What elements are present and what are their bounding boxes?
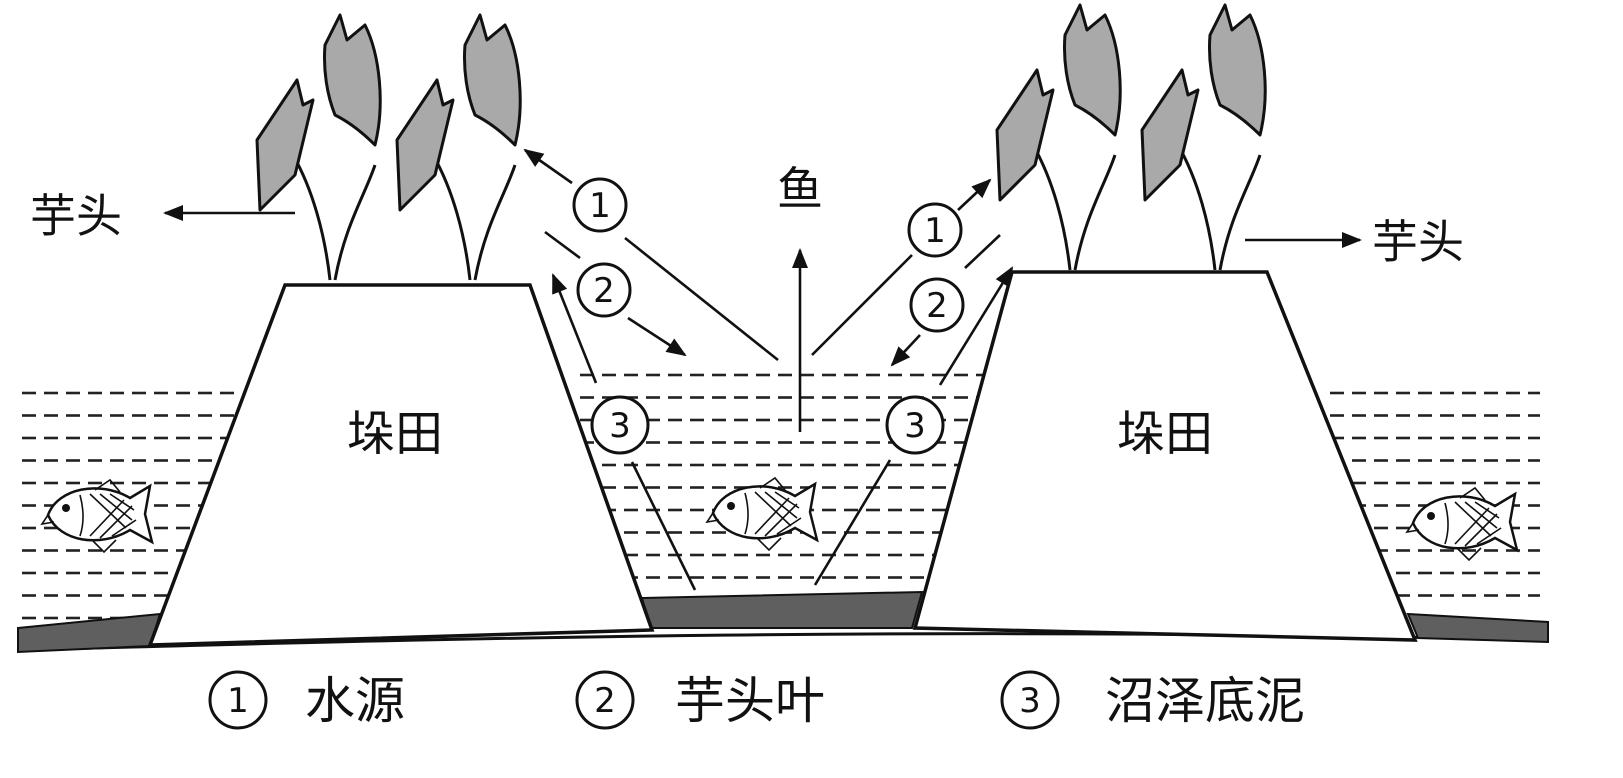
arrow-2-right	[890, 334, 921, 367]
taro-plant-icon	[995, 3, 1122, 272]
line-2-right-upper	[964, 234, 1001, 269]
taro-plant-icon	[255, 13, 382, 282]
arrow-3-right	[938, 266, 1014, 386]
svg-text:3: 3	[1019, 681, 1041, 721]
legend-item-1: 1 水源	[208, 670, 405, 730]
legend-text-2: 芋头叶	[675, 672, 825, 730]
marker-2-right: 2	[909, 277, 965, 333]
field-right-label: 垛田	[1117, 406, 1213, 462]
arrow-3-left	[551, 273, 598, 384]
marker-1-right: 1	[907, 202, 963, 258]
line-3-right-lower	[813, 459, 892, 586]
svg-text:1: 1	[924, 211, 946, 251]
fish-label: 鱼	[777, 162, 823, 216]
svg-text:2: 2	[594, 681, 616, 721]
svg-text:2: 2	[926, 286, 948, 326]
svg-text:1: 1	[589, 186, 611, 226]
mud-center	[640, 590, 924, 629]
svg-text:3: 3	[609, 406, 631, 446]
legend-text-1: 水源	[305, 672, 405, 730]
taro-plant-icon	[395, 13, 522, 282]
line-2-left-upper	[544, 230, 581, 260]
marker-3-left: 3	[590, 395, 650, 455]
taro-plant-icon	[1140, 3, 1267, 272]
taro-label-left: 芋头	[30, 189, 122, 243]
marker-3-right: 3	[885, 395, 945, 455]
legend-item-2: 2 芋头叶	[575, 670, 825, 730]
legend-text-3: 沼泽底泥	[1105, 672, 1305, 730]
taro-label-right: 芋头	[1372, 215, 1464, 269]
svg-text:3: 3	[904, 406, 926, 446]
marker-1-left: 1	[572, 177, 628, 233]
mud-left	[17, 612, 162, 654]
mud-right	[1406, 612, 1549, 644]
line-3-left-lower	[630, 461, 697, 591]
fish-icon	[40, 478, 154, 554]
field-left	[147, 283, 655, 647]
arrow-1-left	[523, 148, 573, 185]
arrow-1-right	[957, 178, 992, 211]
legend-item-3: 3 沼泽底泥	[1000, 670, 1305, 730]
line-1-left-lower	[624, 236, 779, 362]
arrow-2-left	[627, 316, 687, 357]
field-left-label: 垛田	[347, 406, 443, 462]
marker-2-left: 2	[576, 262, 632, 318]
svg-text:1: 1	[227, 681, 249, 721]
legend: 1 水源 2 芋头叶 3 沼泽底泥	[208, 670, 1305, 730]
line-1-right-lower	[811, 254, 913, 356]
field-right	[912, 270, 1418, 642]
svg-text:2: 2	[593, 271, 615, 311]
